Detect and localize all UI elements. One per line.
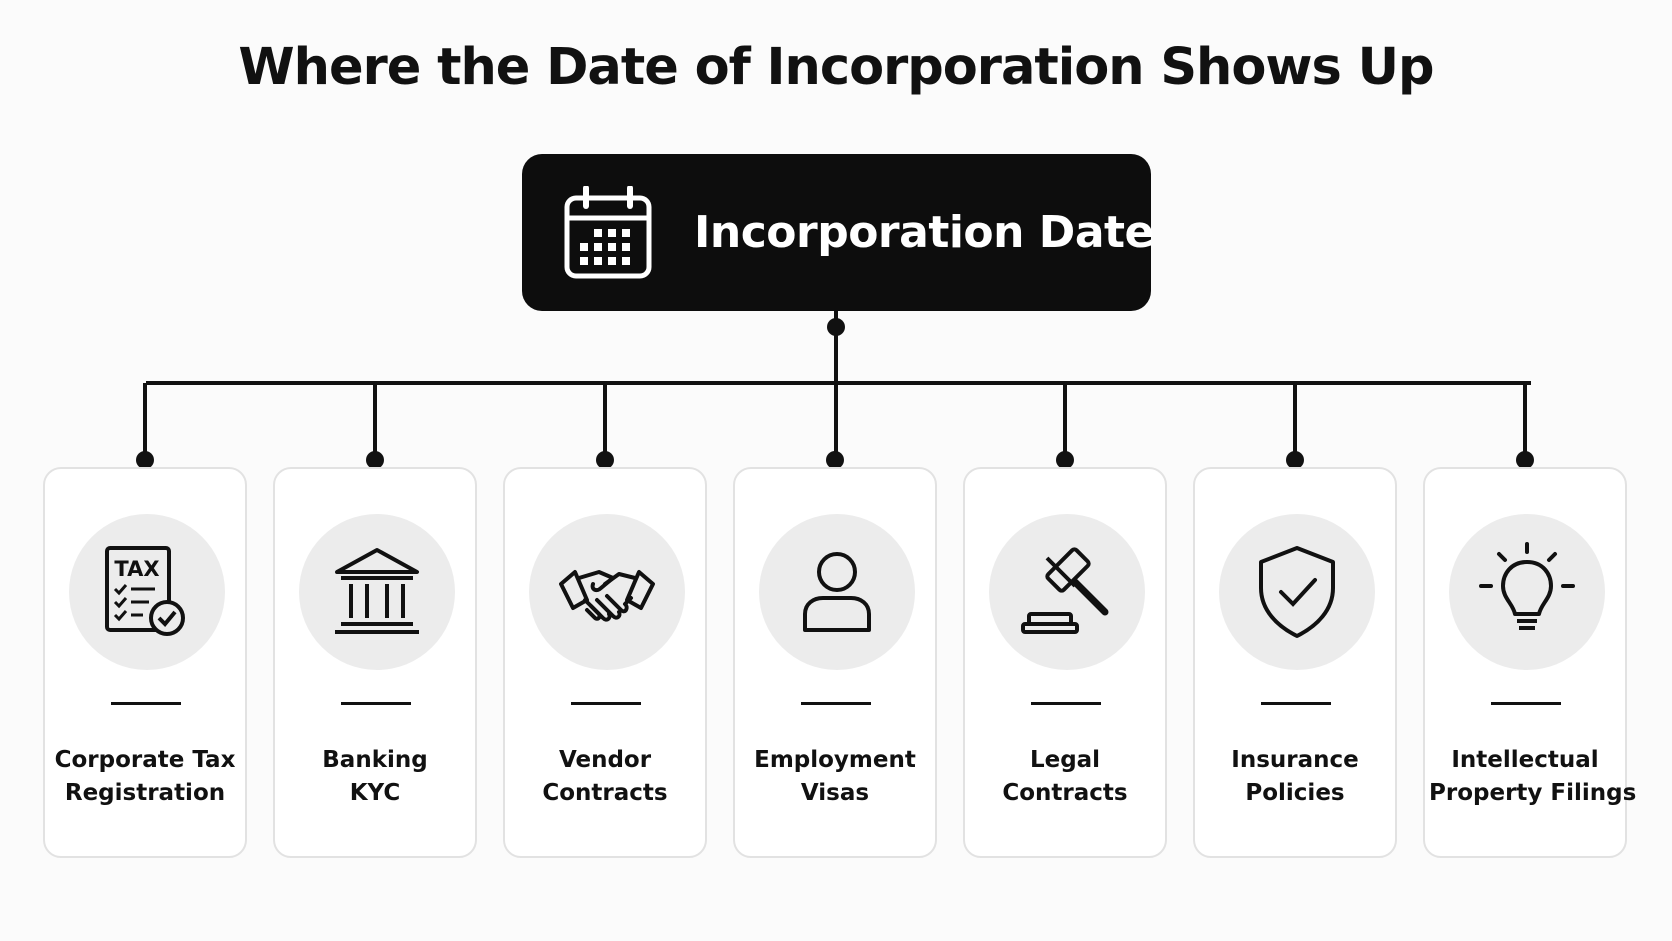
root-node: Incorporation Date [522,154,1154,311]
connector-dot [1516,451,1534,469]
connector-dot [366,451,384,469]
card-label-line: Intellectual [1451,747,1599,773]
card-label-line: Banking [322,747,428,773]
card-label-line: Vendor [558,747,652,773]
card-label-line: Visas [800,780,870,806]
icon-circle [989,514,1145,670]
icon-circle [1449,514,1605,670]
diagram-title: Where the Date of Incorporation Shows Up [238,38,1434,97]
connector-dot [1056,451,1074,469]
handshake-icon [559,570,655,622]
divider [1491,702,1561,705]
icon-circle [759,514,915,670]
divider [1031,702,1101,705]
divider [571,702,641,705]
card-label-line: Registration [64,780,226,806]
icon-circle [529,514,685,670]
connector-dot [596,451,614,469]
divider [801,702,871,705]
connector-dot [826,451,844,469]
divider [341,702,411,705]
calendar-icon [564,186,652,279]
divider [111,702,181,705]
card-label-line: Legal [1029,747,1101,773]
icon-circle [299,514,455,670]
shield-check-icon [1259,546,1335,638]
card-label-line: Contracts [1002,780,1128,806]
icon-circle: TAX [69,514,225,670]
root-label: Incorporation Date [694,207,1154,258]
connector-dot [1286,451,1304,469]
card-label-line: Insurance [1231,747,1359,773]
card-label-line: KYC [349,780,401,806]
tax-label: TAX [114,557,159,581]
lightbulb-icon [1479,542,1575,630]
connector-dot [136,451,154,469]
card-label-line: Contracts [542,780,668,806]
icon-circle [1219,514,1375,670]
bank-icon [335,548,419,634]
tax-document-icon: TAX [105,546,185,636]
card-label-line: Corporate Tax [54,747,236,773]
card-label-line: Policies [1245,780,1345,806]
card-label-line: Property Filings [1429,780,1637,806]
card-label-line: Employment [754,747,916,773]
gavel-icon [1021,547,1109,634]
divider [1261,702,1331,705]
person-icon [803,552,871,632]
